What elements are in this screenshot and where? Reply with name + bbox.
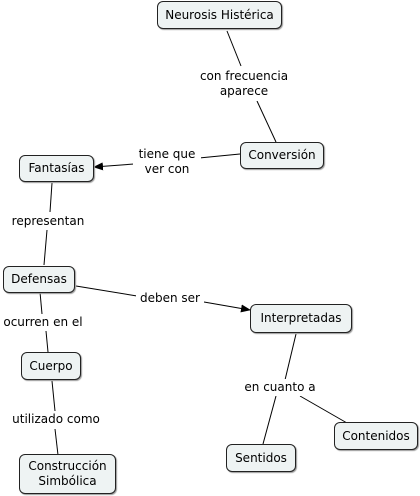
node-cuerpo[interactable]: Cuerpo: [21, 352, 81, 380]
link-label-con-frecuencia: con frecuencia aparece: [196, 67, 292, 101]
edge-label-to-construccion: [54, 428, 59, 456]
edge-label-to-interpretadas: [203, 301, 251, 313]
edge-label-to-conversion: [256, 100, 277, 143]
node-construccion-simbolica[interactable]: Construcción Simbólica: [19, 454, 116, 494]
edge-label-to-defensas: [43, 229, 48, 266]
edge-cuerpo-to-label: [51, 380, 56, 412]
edge-ocurren-to-cuerpo: [45, 330, 49, 353]
edge-conversion-to-label: [198, 153, 241, 159]
link-label-ocurren-en-el: ocurren en el: [2, 314, 84, 331]
node-defensas[interactable]: Defensas: [3, 266, 75, 293]
node-sentidos[interactable]: Sentidos: [226, 444, 296, 472]
node-interpretadas[interactable]: Interpretadas: [250, 304, 352, 333]
edge-defensas-to-label: [75, 285, 138, 297]
node-fantasias[interactable]: Fantasías: [19, 155, 94, 182]
edge-label-to-sentidos: [262, 395, 277, 445]
edge-neurosis-to-label: [226, 30, 242, 67]
node-neurosis-histerica[interactable]: Neurosis Histérica: [157, 1, 282, 29]
link-label-deben-ser: deben ser: [136, 290, 204, 307]
link-label-en-cuanto-a: en cuanto a: [242, 379, 318, 396]
edge-label-to-fantasias: [93, 162, 135, 171]
link-label-utilizado-como: utilizado como: [10, 411, 102, 428]
node-contenidos[interactable]: Contenidos: [334, 422, 418, 450]
edge-defensas-to-ocurren: [39, 291, 43, 315]
link-label-representan: representan: [8, 213, 88, 230]
link-label-tiene-que: tiene que ver con: [133, 146, 201, 178]
edge-label-to-contenidos: [299, 395, 348, 424]
node-conversion[interactable]: Conversión: [240, 142, 324, 169]
edge-fantasias-to-label: [49, 182, 53, 213]
edge-interpretadas-to-label: [284, 333, 297, 381]
